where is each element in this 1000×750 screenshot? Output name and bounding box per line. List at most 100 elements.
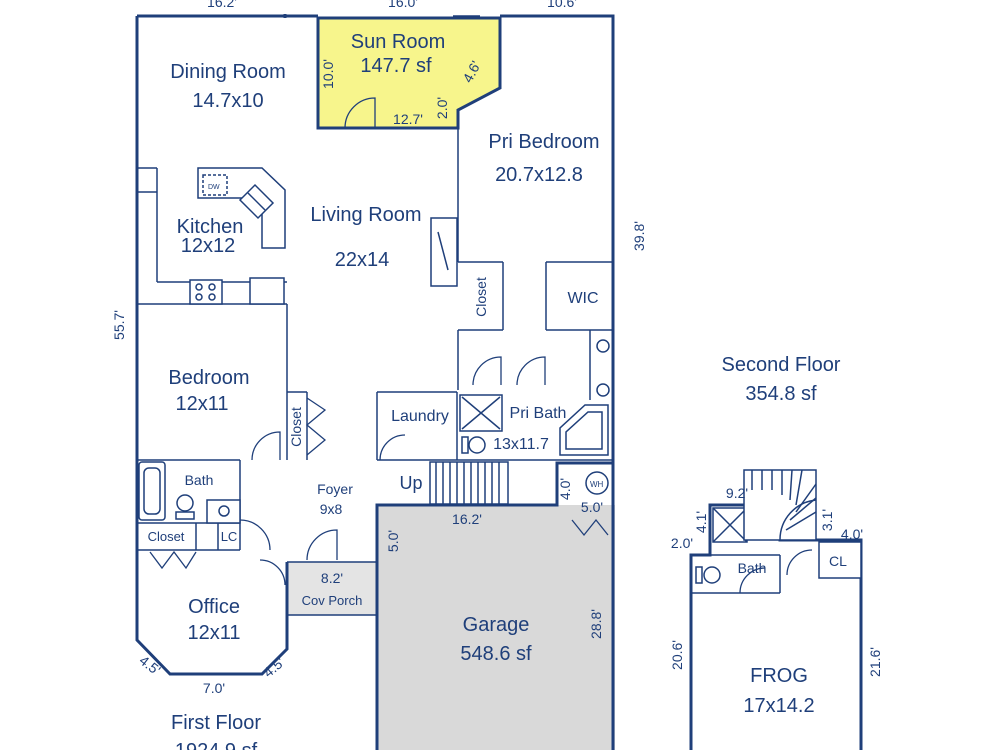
bathtub-inner	[565, 411, 603, 450]
door-arc	[739, 567, 766, 594]
water-heater-label: WH	[590, 480, 604, 489]
door-arc	[344, 97, 376, 129]
burner-icon	[208, 283, 216, 291]
shower-diag	[712, 507, 748, 543]
washer-diag	[461, 396, 501, 430]
pri-bedroom-size: 20.7x12.8	[495, 164, 583, 186]
second-floor-area: 354.8 sf	[745, 383, 817, 405]
stairs	[429, 461, 509, 505]
stairs-up-label: Up	[399, 473, 422, 493]
porch-label: Cov Porch	[302, 593, 363, 608]
pri-bedroom-name: Pri Bedroom	[488, 131, 599, 153]
living-room-size: 22x14	[335, 249, 390, 271]
kitchen-size: 12x12	[181, 235, 236, 257]
garage-area: 548.6 sf	[460, 643, 532, 665]
second-floor-name: Second Floor	[722, 354, 841, 376]
dim-left-side: 55.7'	[111, 310, 127, 340]
pri-bath-size: 13x11.7	[493, 436, 549, 453]
foyer-name: Foyer	[317, 481, 353, 497]
linen-closet-label: LC	[221, 529, 238, 544]
garage-name: Garage	[463, 614, 530, 636]
kitchen-sink-divider	[247, 192, 266, 211]
dim-wh-side: 4.0'	[557, 478, 573, 500]
closet-bifold-door	[149, 550, 197, 570]
first-floor-exterior-walls	[135, 14, 615, 750]
dim-sun-notch: 2.0'	[434, 97, 450, 119]
frog-name: FROG	[750, 665, 808, 687]
living-room-name: Living Room	[310, 204, 421, 226]
garage-fill	[377, 505, 615, 750]
dim-frog-right: 21.6'	[867, 647, 883, 677]
frog-bath-label: Bath	[738, 560, 767, 576]
burner-icon	[195, 283, 203, 291]
bath-closet-label: Closet	[148, 529, 185, 544]
dim-frog-top: 9.2'	[726, 485, 748, 501]
dim-sun-left: 10.0'	[320, 59, 336, 89]
door-arc	[472, 356, 502, 386]
dim-top-right: 10.6'	[547, 0, 577, 10]
dim-top-left: 16.2'	[207, 0, 237, 10]
first-floor-name: First Floor	[171, 712, 261, 734]
dim-right-side: 39.8'	[631, 221, 647, 251]
dim-frog-stair: 3.1'	[819, 509, 835, 531]
dim-office-right: 4.5'	[260, 654, 287, 680]
bathtub-inner	[143, 467, 161, 515]
pri-bath-name: Pri Bath	[510, 405, 567, 422]
dim-wh-bottom: 5.0'	[581, 499, 603, 515]
fireplace-inner	[437, 231, 449, 271]
kitchen-name: Kitchen	[177, 216, 244, 238]
interior-walls	[137, 128, 613, 616]
dim-garage-top: 16.2'	[452, 511, 482, 527]
sun-room-name: Sun Room	[351, 31, 446, 53]
bath-label: Bath	[185, 472, 214, 488]
garage-bifold-door	[571, 518, 609, 537]
bedroom-name: Bedroom	[168, 367, 249, 389]
burner-icon	[195, 293, 203, 301]
dim-frog-left: 20.6'	[669, 640, 685, 670]
dishwasher	[202, 174, 228, 196]
door-arc	[306, 529, 338, 561]
sun-room-area: 147.7 sf	[360, 55, 432, 77]
dim-garage-side: 28.8'	[588, 609, 604, 639]
sink-icon	[218, 505, 230, 517]
dining-room-size: 14.7x10	[192, 90, 263, 112]
frog-closet-label: CL	[829, 553, 847, 569]
dim-top-mid: 16.0'	[388, 0, 418, 10]
door-arc	[516, 356, 546, 386]
toilet-icon	[695, 566, 721, 584]
dim-frog-bath-left: 2.0'	[671, 535, 693, 551]
dim-office-bottom: 7.0'	[203, 680, 225, 696]
stove	[189, 279, 223, 305]
door-arc	[379, 434, 406, 461]
bedroom-size: 12x11	[175, 393, 228, 415]
office-size: 12x11	[187, 622, 240, 644]
dim-garage-step: 5.0'	[385, 530, 401, 552]
porch-fill	[287, 562, 377, 615]
water-heater	[585, 471, 609, 495]
first-floor-area: 1924.9 sf	[175, 740, 258, 750]
wic-label: WIC	[567, 290, 598, 307]
toilet-icon	[175, 494, 195, 520]
toilet-icon	[461, 436, 486, 454]
living-closet-label: Closet	[473, 277, 489, 317]
dim-frog-cl: 4.0'	[841, 526, 863, 542]
door-arc	[259, 559, 286, 586]
dining-room-name: Dining Room	[170, 61, 286, 83]
dim-porch-top: 8.2'	[321, 570, 343, 586]
door-arc	[786, 549, 813, 576]
bedroom-closet-label: Closet	[288, 407, 304, 447]
sink-icon	[596, 383, 610, 397]
vanity	[206, 499, 241, 524]
refrigerator	[249, 277, 285, 305]
dim-office-left: 4.5'	[136, 652, 163, 678]
dim-frog-bath-side: 4.1'	[693, 511, 709, 533]
dim-sun-bottom: 12.7'	[393, 111, 423, 127]
office-name: Office	[188, 596, 240, 618]
bathtub	[138, 461, 166, 521]
sink-icon	[596, 339, 610, 353]
frog-size: 17x14.2	[743, 695, 814, 717]
spiral-stairs	[743, 469, 817, 541]
dishwasher-label: DW	[208, 184, 220, 191]
door-arc	[239, 519, 271, 551]
